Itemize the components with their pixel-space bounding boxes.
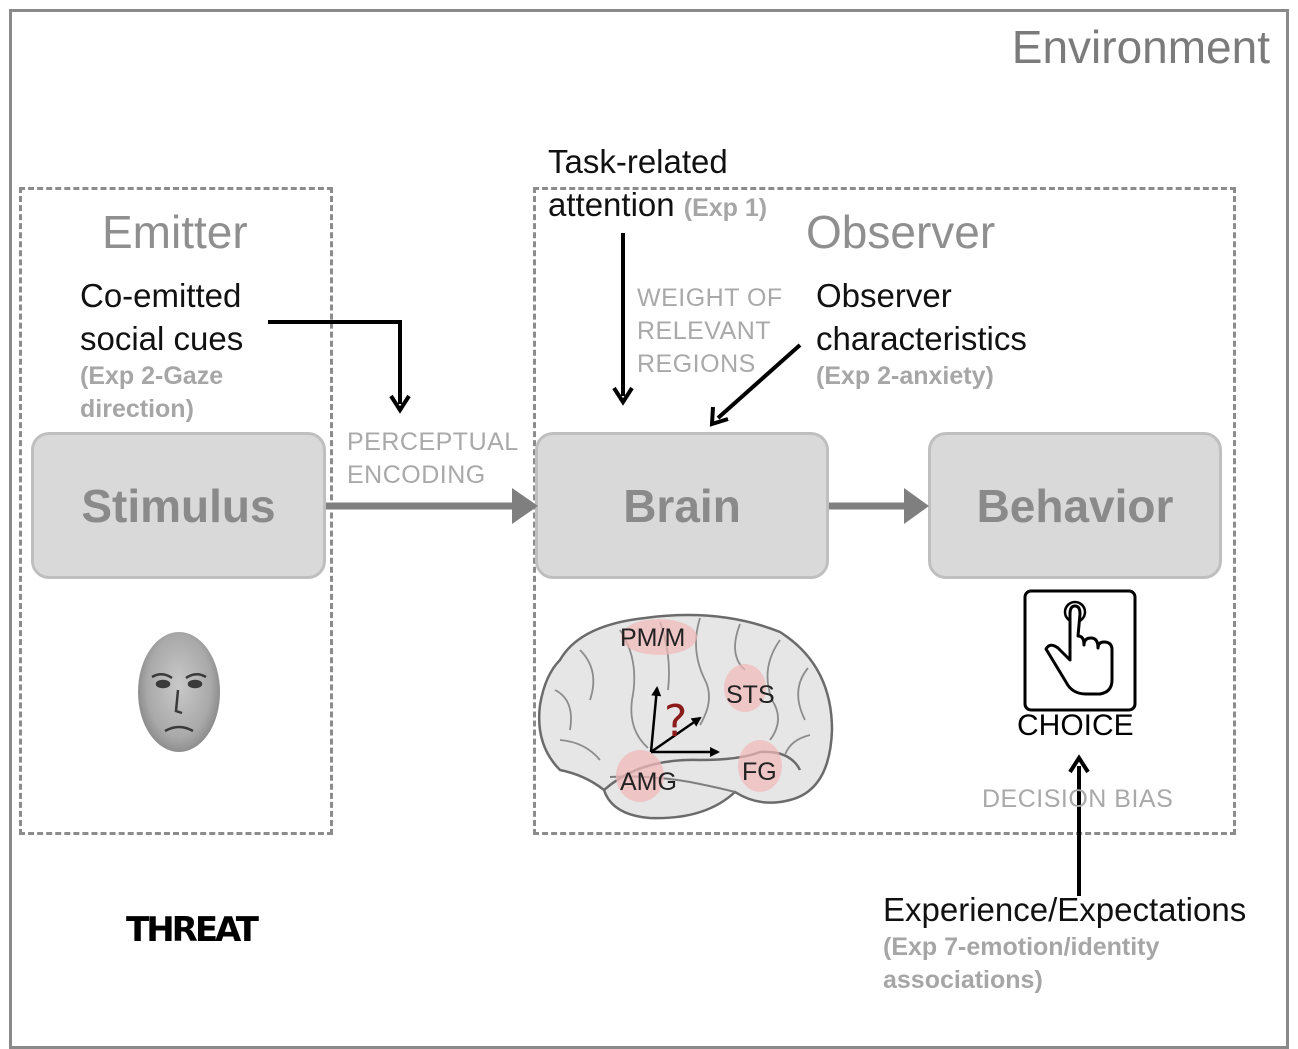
weight-line1: WEIGHT OF <box>637 284 783 312</box>
social-cues-exp-line2: direction) <box>80 395 194 423</box>
behavior-label: Behavior <box>976 479 1174 532</box>
sts-label: STS <box>726 681 775 709</box>
pmm-highlight <box>621 619 697 655</box>
brain-label: Brain <box>623 479 741 532</box>
fg-highlight <box>738 740 782 792</box>
fg-label: FG <box>742 758 777 786</box>
attention-line2: attention <box>548 186 675 223</box>
stimulus-to-brain-arrowhead <box>512 488 538 524</box>
stimulus-node: Stimulus <box>31 432 326 579</box>
observer-title: Observer <box>806 206 996 258</box>
encoding-line1: PERCEPTUAL <box>347 428 519 456</box>
experience-label: Experience/Expectations <box>883 891 1247 928</box>
question-mark-label: ? <box>664 696 688 747</box>
char-line2: characteristics <box>816 320 1027 357</box>
observer-characteristics-label: Observer characteristics <box>816 274 1027 360</box>
stimulus-label: Stimulus <box>81 479 276 532</box>
brain-node: Brain <box>535 432 829 579</box>
social-cues-label: Co-emitted social cues <box>80 274 243 360</box>
attention-label: Task-related attention (Exp 1) <box>548 140 767 226</box>
threat-label: THREAT <box>126 910 259 950</box>
encoding-line2: ENCODING <box>347 461 486 489</box>
hand-touch-icon <box>1023 589 1137 712</box>
experience-exp-line2: associations) <box>883 966 1043 994</box>
social-cues-exp: (Exp 2-Gaze direction) <box>80 360 223 426</box>
face-features <box>151 673 207 733</box>
brain-to-behavior-arrowhead <box>904 488 929 524</box>
decision-bias-label: DECISION BIAS <box>982 785 1174 813</box>
encoding-label: PERCEPTUAL ENCODING <box>347 426 519 492</box>
emitter-box <box>19 187 333 835</box>
characteristics-arrow <box>716 343 802 420</box>
observer-box <box>533 187 1236 835</box>
social-cues-exp-line1: (Exp 2-Gaze <box>80 362 224 390</box>
pmm-label: PM/M <box>620 624 686 652</box>
sts-highlight <box>724 664 766 712</box>
brain-illustration <box>538 613 834 820</box>
behavior-node: Behavior <box>928 432 1222 579</box>
social-cues-line2: social cues <box>80 320 244 357</box>
amg-highlight <box>616 750 664 802</box>
attention-exp: (Exp 1) <box>683 194 768 222</box>
emitter-title: Emitter <box>102 206 248 258</box>
arrows-layer <box>151 233 1137 896</box>
attention-line1: Task-related <box>548 143 728 180</box>
weight-label: WEIGHT OF RELEVANT REGIONS <box>637 282 783 381</box>
environment-title: Environment <box>1011 21 1270 73</box>
experience-exp-line1: (Exp 7-emotion/identity <box>883 933 1160 961</box>
social-cues-arrow <box>268 320 402 404</box>
char-exp: (Exp 2-anxiety) <box>816 362 994 390</box>
amg-label: AMG <box>620 768 677 796</box>
weight-line2: RELEVANT <box>637 317 772 345</box>
social-cues-line1: Co-emitted <box>80 277 242 314</box>
experience-exp: (Exp 7-emotion/identity associations) <box>883 931 1159 997</box>
weight-line3: REGIONS <box>637 350 756 378</box>
choice-label: CHOICE <box>1017 709 1134 742</box>
char-line1: Observer <box>816 277 952 314</box>
